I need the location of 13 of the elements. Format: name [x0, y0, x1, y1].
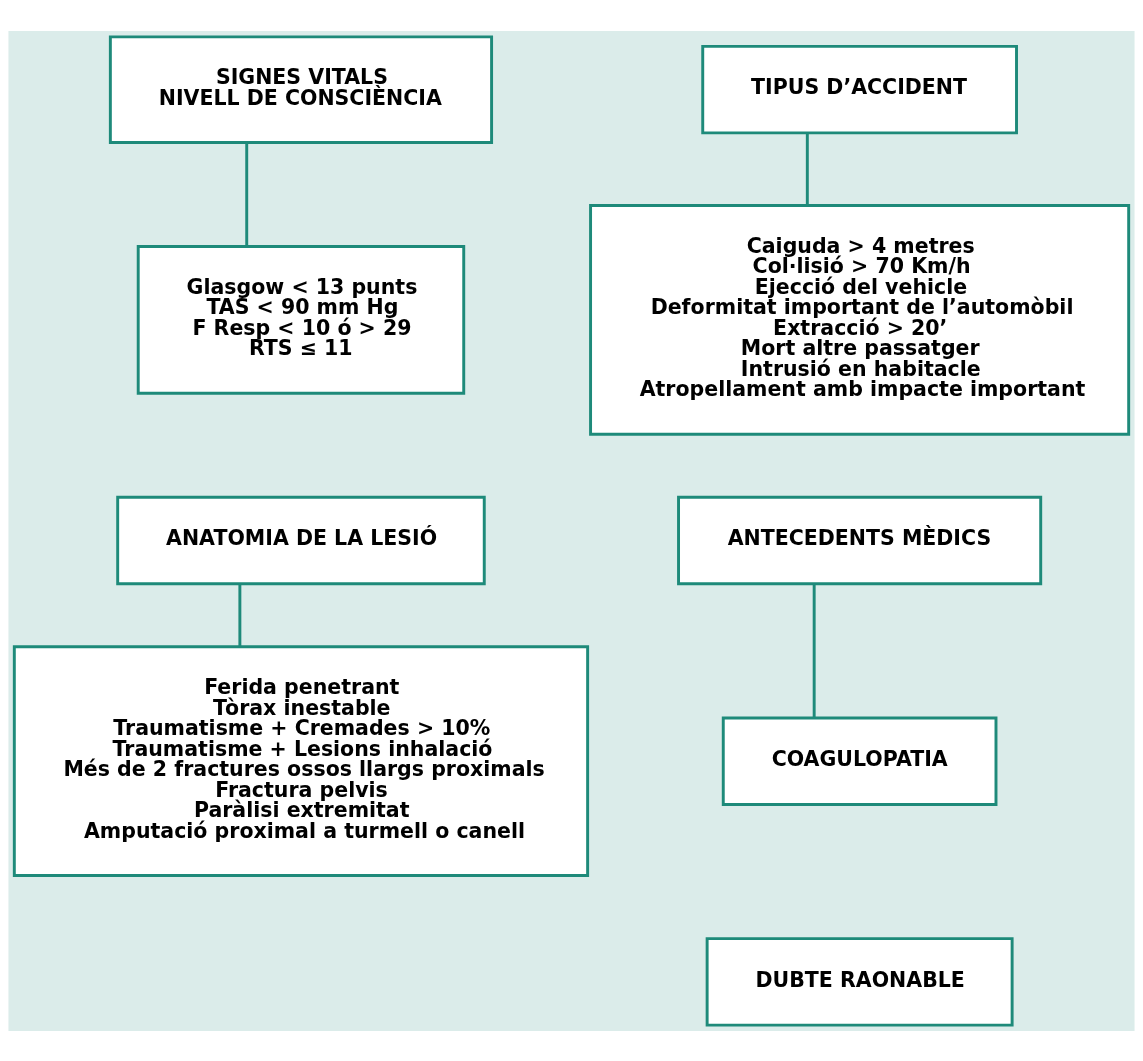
connector: [805, 132, 809, 205]
node-box: Glasgow < 13 punts TAS < 90 mm Hg F Resp < 10 ó > 29 RTS ≤ 11: [136, 244, 466, 395]
connector: [245, 141, 249, 246]
connector: [238, 583, 242, 647]
node-box: ANATOMIA DE LA LESIÓ: [116, 495, 486, 585]
node-box: TIPUS D’ACCIDENT: [701, 44, 1018, 134]
node-box: COAGULOPATIA: [721, 716, 998, 806]
connector: [812, 583, 816, 718]
node-box: Ferida penetrant Tòrax inestable Traumatisme + Cremades > 10% Traumatisme + Lesions inhalació Més de 2 fractures ossos llargs proximals Fractura pelvis Paràlisi extremitat Amputació proximal a turmell o canell: [12, 644, 590, 877]
node-box: ANTECEDENTS MÈDICS: [677, 495, 1043, 585]
node-box: Caiguda > 4 metres Col·lisió > 70 Km/h Ejecció del vehicle Deformitat important de l’automòbil Extracció > 20’ Mort altre passatger Intrusió en habitacle Atropellament amb impacte important: [589, 203, 1131, 436]
node-box: SIGNES VITALS NIVELL DE CONSCIÈNCIA: [108, 34, 494, 144]
node-box: DUBTE RAONABLE: [705, 936, 1014, 1027]
